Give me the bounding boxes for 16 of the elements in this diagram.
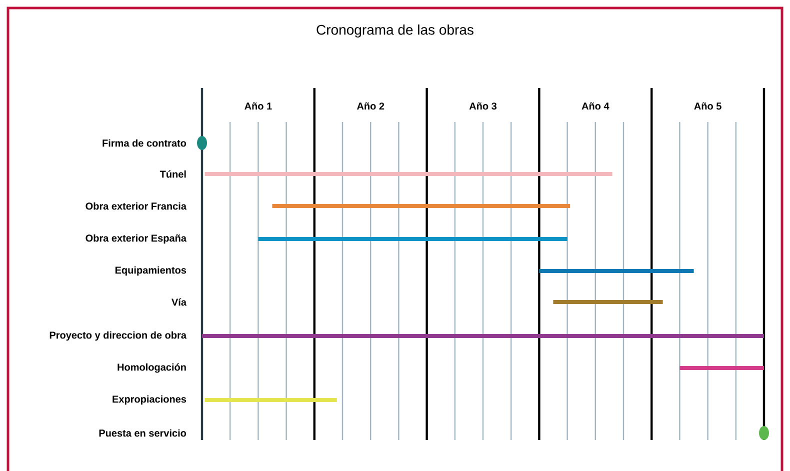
year-label: Año 2 [356, 102, 384, 110]
year-label: Año 4 [582, 102, 610, 110]
row-label: Vía [172, 298, 187, 306]
row-label: Expropiaciones [112, 395, 186, 405]
year-label: Año 1 [244, 102, 272, 110]
chart-title: Cronograma de las obras [316, 24, 474, 38]
row-label: Túnel [160, 170, 186, 178]
row-label: Firma de contrato [102, 139, 186, 147]
row-label: Obra exterior Francia [86, 202, 187, 210]
row-label: Homologación [118, 363, 186, 373]
year-label: Año 5 [694, 102, 722, 110]
row-label: Proyecto y direccion de obra [50, 331, 187, 341]
row-label: Equipamientos [115, 266, 186, 276]
row-label: Obra exterior España [86, 234, 187, 244]
row-label: Puesta en servicio [99, 429, 186, 437]
year-label: Año 3 [469, 102, 497, 110]
